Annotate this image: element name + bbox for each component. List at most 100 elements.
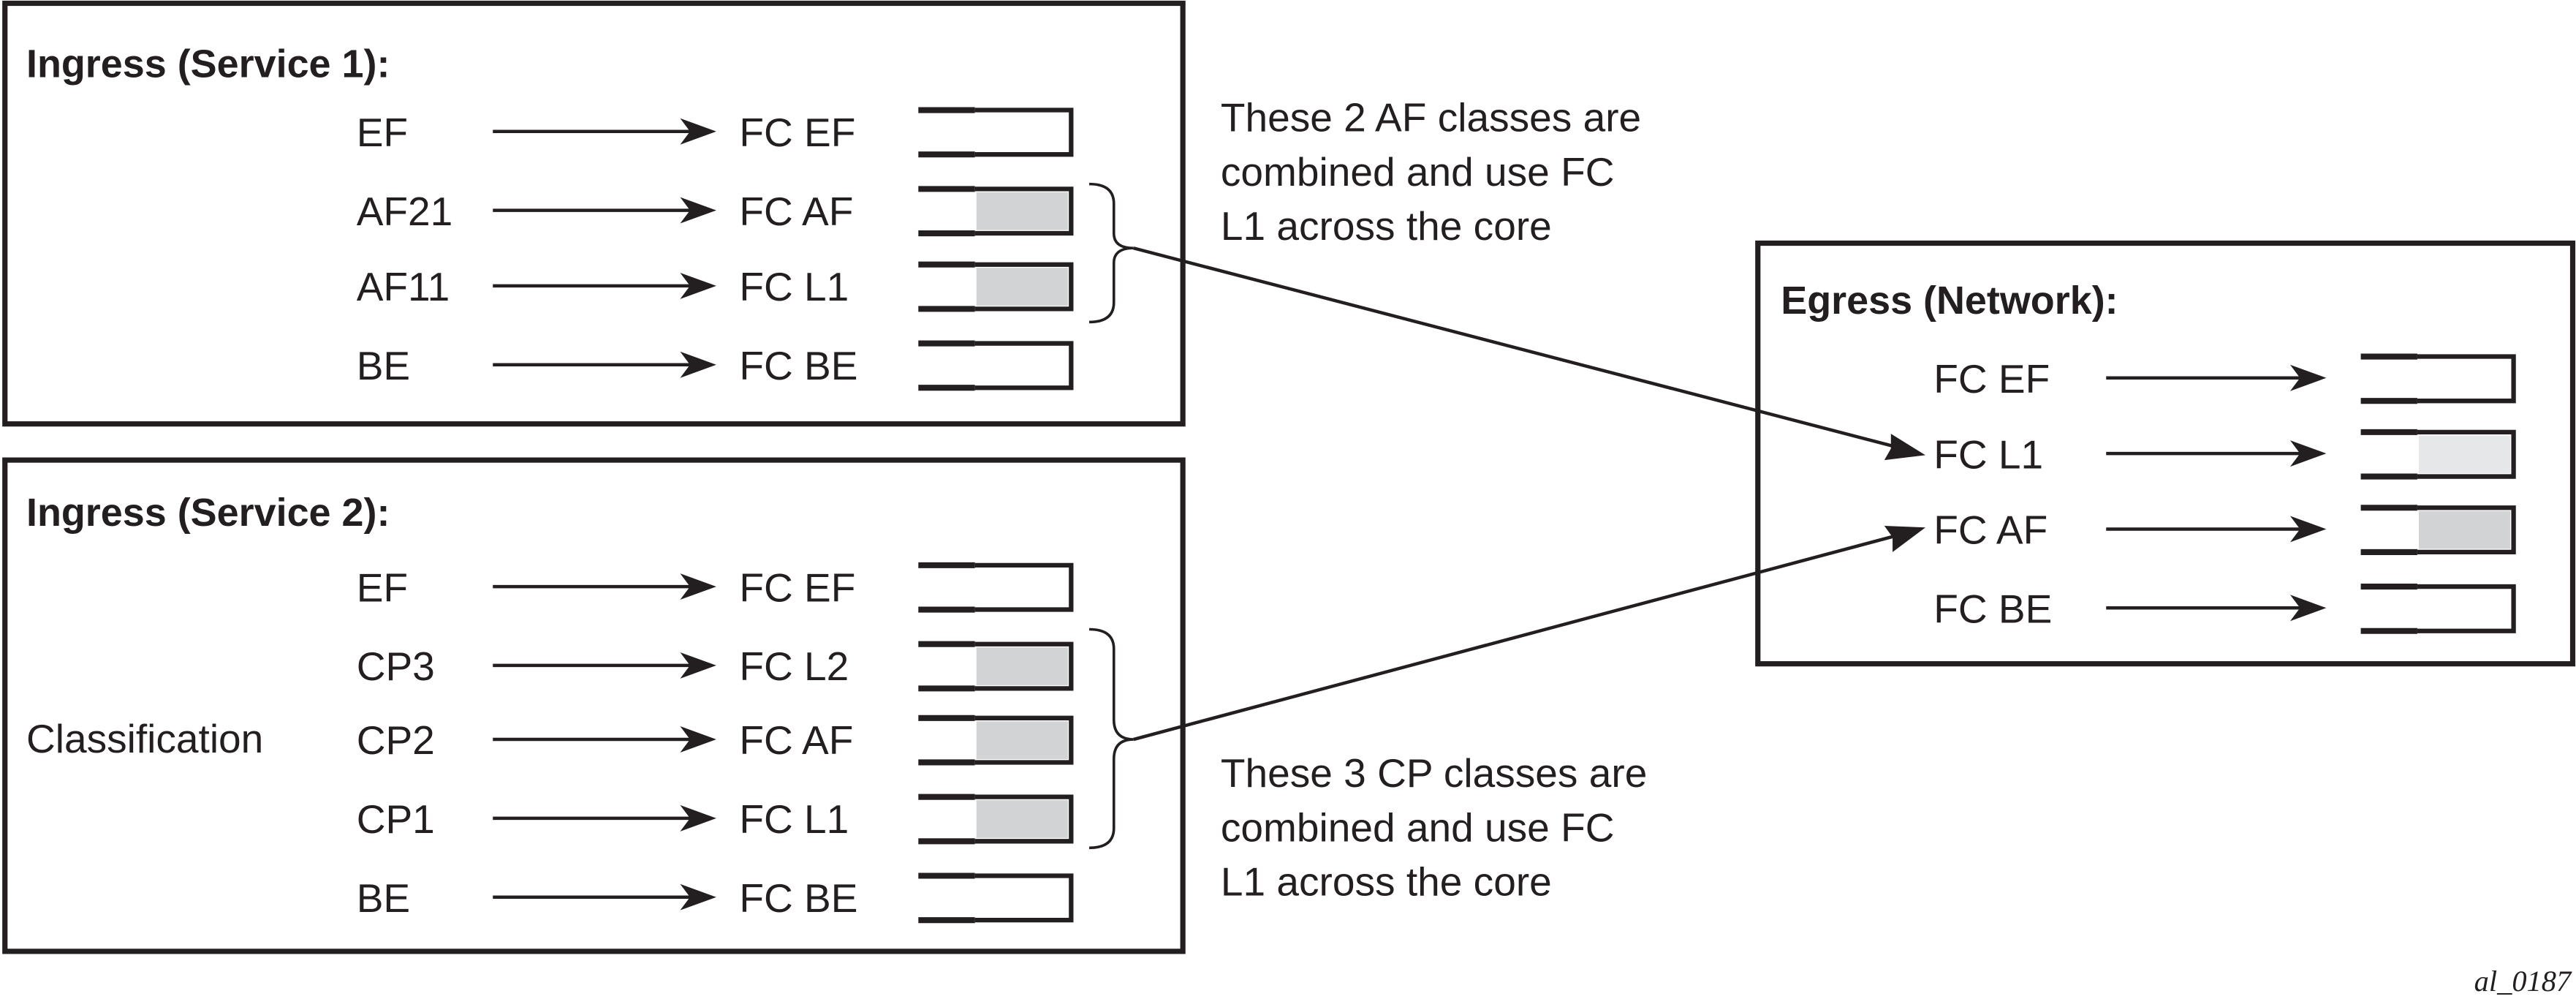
arrowhead-icon — [680, 804, 716, 832]
queue-closed-end — [974, 341, 1074, 391]
arrowhead-icon — [680, 272, 716, 299]
connector-line — [1133, 532, 1903, 742]
queue-buffer — [918, 107, 1074, 158]
classification-row: CP3 FC L2 — [357, 641, 1074, 692]
forwarding-class-label: FC AF — [1933, 508, 2047, 553]
queue-fill — [976, 647, 1068, 685]
queue-buffer — [918, 261, 1074, 312]
queue-closed-end — [2417, 584, 2516, 633]
mapping-arrow — [2106, 516, 2327, 543]
queue-buffer — [2360, 353, 2516, 404]
ingress-service2-frame — [2, 457, 1186, 954]
queue-buffer — [918, 715, 1074, 766]
connector-line — [1133, 246, 1903, 451]
input-class-label: BE — [357, 875, 410, 921]
queue-closed-end — [974, 794, 1074, 844]
queue-fill — [976, 192, 1068, 230]
mapping-arrow — [2106, 364, 2327, 391]
mapping-arrow — [2106, 595, 2327, 622]
mapping-arrow — [493, 804, 716, 832]
forwarding-class-label: FC L1 — [739, 796, 849, 842]
queue-closed-end — [974, 262, 1074, 312]
egress-network-title: Egress (Network): — [1781, 279, 2118, 323]
connector-service2-to-egress-af — [1133, 525, 1926, 742]
mapping-arrow — [493, 197, 716, 224]
service2-note-line: combined and use FC — [1221, 804, 1615, 850]
ingress-service1-title: Ingress (Service 1): — [26, 42, 390, 86]
egress-row: FC BE — [1933, 584, 2516, 634]
queue-closed-end — [974, 641, 1074, 691]
forwarding-class-label: FC BE — [739, 343, 857, 388]
egress-row: FC EF — [1933, 353, 2516, 404]
arrowhead-icon — [2289, 364, 2327, 391]
service2-annotation: These 3 CP classes are combined and use … — [1221, 750, 1647, 904]
queue-buffer — [2360, 429, 2516, 480]
arrowhead-icon — [1884, 525, 1926, 552]
service1-note-line: combined and use FC — [1221, 149, 1615, 195]
queue-buffer — [918, 562, 1074, 613]
queue-fill — [976, 721, 1068, 759]
input-class-label: CP3 — [357, 644, 435, 689]
service1-note-line: L1 across the core — [1221, 203, 1552, 249]
arrowhead-icon — [680, 573, 716, 600]
classification-row: EF FC EF — [357, 107, 1074, 158]
arrowhead-icon — [680, 351, 716, 378]
egress-row: FC AF — [1933, 505, 2516, 555]
figure-id: al_0187 — [2474, 965, 2572, 998]
input-class-label: CP1 — [357, 796, 435, 842]
egress-network-rows: FC EF FC L1 FC AF FC BE — [1933, 353, 2516, 634]
mapping-arrow — [2106, 440, 2327, 467]
classification-row: BE FC BE — [357, 872, 1074, 924]
arrowhead-icon — [680, 883, 716, 911]
arrowhead-icon — [1884, 434, 1926, 461]
queue-fill — [2419, 435, 2511, 474]
queue-fill — [2419, 510, 2511, 549]
queue-buffer — [918, 872, 1074, 924]
arrowhead-icon — [680, 726, 716, 753]
queue-buffer — [2360, 505, 2516, 555]
mapping-arrow — [493, 883, 716, 911]
connector-service1-to-egress-l1 — [1133, 246, 1926, 461]
queue-buffer — [918, 793, 1074, 845]
classification-row: AF11 FC L1 — [357, 261, 1074, 312]
queue-closed-end — [974, 108, 1074, 157]
egress-row: FC L1 — [1933, 429, 2516, 480]
forwarding-class-label: FC L2 — [739, 644, 849, 689]
mapping-arrow — [493, 272, 716, 299]
input-class-label: AF21 — [357, 189, 453, 234]
arrowhead-icon — [680, 652, 716, 679]
service2-note-line: These 3 CP classes are — [1221, 750, 1647, 796]
queue-closed-end — [974, 715, 1074, 765]
service2-note-line: L1 across the core — [1221, 859, 1552, 904]
egress-network-panel: Egress (Network): FC EF FC L1 FC AF FC BE — [1755, 240, 2576, 667]
classification-row: BE FC BE — [357, 340, 1074, 391]
queue-fill — [976, 268, 1068, 306]
forwarding-class-label: FC L1 — [1933, 431, 2043, 477]
forwarding-class-label: FC EF — [739, 110, 855, 155]
arrowhead-icon — [2289, 440, 2327, 467]
ingress-service2-title: Ingress (Service 2): — [26, 491, 390, 535]
queue-buffer — [2360, 584, 2516, 634]
forwarding-class-label: FC BE — [739, 875, 857, 921]
service1-note-line: These 2 AF classes are — [1221, 95, 1641, 140]
queue-closed-end — [2417, 505, 2516, 555]
mapping-arrow — [493, 726, 716, 753]
input-class-label: EF — [357, 110, 408, 155]
input-class-label: AF11 — [357, 264, 450, 309]
queue-closed-end — [974, 186, 1074, 236]
classification-row: CP1 FC L1 — [357, 793, 1074, 845]
forwarding-class-label: FC L1 — [739, 264, 849, 309]
arrowhead-icon — [680, 197, 716, 224]
arrowhead-icon — [2289, 595, 2327, 622]
input-class-label: BE — [357, 343, 410, 388]
forwarding-class-label: FC AF — [739, 717, 853, 763]
forwarding-class-label: FC EF — [1933, 356, 2050, 402]
queue-buffer — [918, 340, 1074, 391]
input-class-label: CP2 — [357, 717, 435, 763]
queue-closed-end — [2417, 354, 2516, 404]
